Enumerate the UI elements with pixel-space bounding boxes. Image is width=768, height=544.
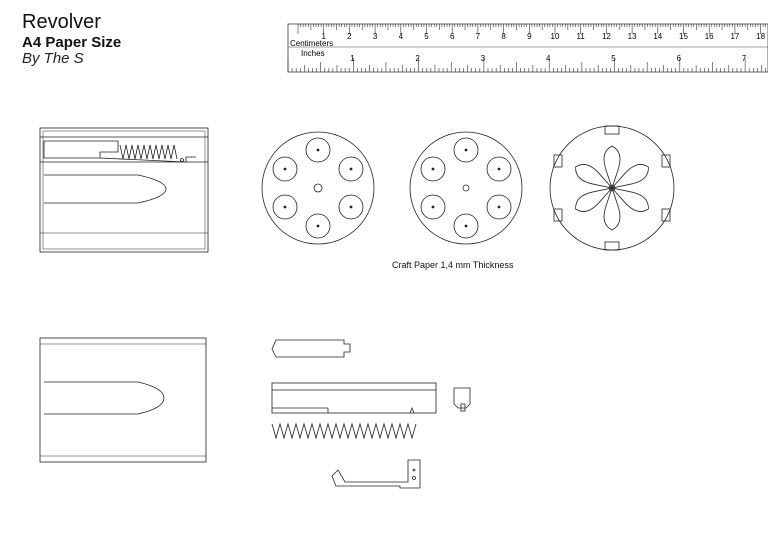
ruler-cm-number: 16 bbox=[705, 32, 714, 41]
star-petal bbox=[575, 164, 614, 189]
ruler-cm-number: 6 bbox=[450, 32, 455, 41]
author-label: By The S bbox=[22, 50, 84, 67]
cylinder-plain bbox=[409, 131, 523, 245]
ruler-in-label: Inches bbox=[301, 49, 325, 58]
paper-size-label: A4 Paper Size bbox=[22, 34, 122, 51]
ruler bbox=[287, 23, 768, 73]
ruler-cm-number: 12 bbox=[602, 32, 611, 41]
title-block: Revolver A4 Paper Size By The S bbox=[22, 12, 121, 66]
ruler-cm-number: 10 bbox=[551, 32, 560, 41]
ruler-inch-number: 1 bbox=[350, 54, 355, 63]
small-parts bbox=[271, 339, 471, 489]
ruler-inch-number: 6 bbox=[677, 54, 682, 63]
cartridge-box-bottom bbox=[39, 337, 207, 463]
ruler-inch-number: 7 bbox=[742, 54, 747, 63]
cylinder-star-cut bbox=[549, 125, 675, 251]
ruler-cm-number: 11 bbox=[577, 32, 586, 41]
ruler-cm-number: 14 bbox=[653, 32, 662, 41]
ruler-cm-number: 5 bbox=[424, 32, 429, 41]
centimeter-ticks bbox=[297, 24, 767, 34]
star-petal bbox=[610, 164, 649, 189]
cylinder-fluted bbox=[261, 131, 375, 245]
ruler-cm-number: 1 bbox=[321, 32, 326, 41]
star-petal bbox=[575, 187, 614, 212]
ruler-cm-number: 17 bbox=[730, 32, 739, 41]
ruler-cm-number: 7 bbox=[476, 32, 481, 41]
page-title: Revolver bbox=[22, 11, 101, 33]
ruler-cm-number: 18 bbox=[756, 32, 765, 41]
star-petal bbox=[603, 186, 621, 231]
cartridge-box-top bbox=[39, 127, 209, 253]
ruler-cm-number: 9 bbox=[527, 32, 532, 41]
inch-ticks bbox=[287, 58, 766, 72]
ruler-inch-number: 3 bbox=[481, 54, 486, 63]
ruler-cm-number: 8 bbox=[501, 32, 506, 41]
material-caption: Craft Paper 1,4 mm Thickness bbox=[392, 260, 514, 270]
inch-numbers: 1 2 3 4 5 6 7 bbox=[350, 54, 747, 63]
ruler-cm-label: Centimeters bbox=[290, 39, 333, 48]
ruler-inch-number: 4 bbox=[546, 54, 551, 63]
ruler-inch-number: 5 bbox=[611, 54, 616, 63]
ruler-cm-number: 4 bbox=[399, 32, 404, 41]
ruler-cm-number: 3 bbox=[373, 32, 378, 41]
star-petal bbox=[603, 145, 621, 190]
ruler-cm-number: 2 bbox=[347, 32, 352, 41]
ruler-cm-number: 13 bbox=[628, 32, 637, 41]
ruler-inch-number: 2 bbox=[415, 54, 420, 63]
star-petal bbox=[610, 187, 649, 212]
ruler-cm-number: 15 bbox=[679, 32, 688, 41]
